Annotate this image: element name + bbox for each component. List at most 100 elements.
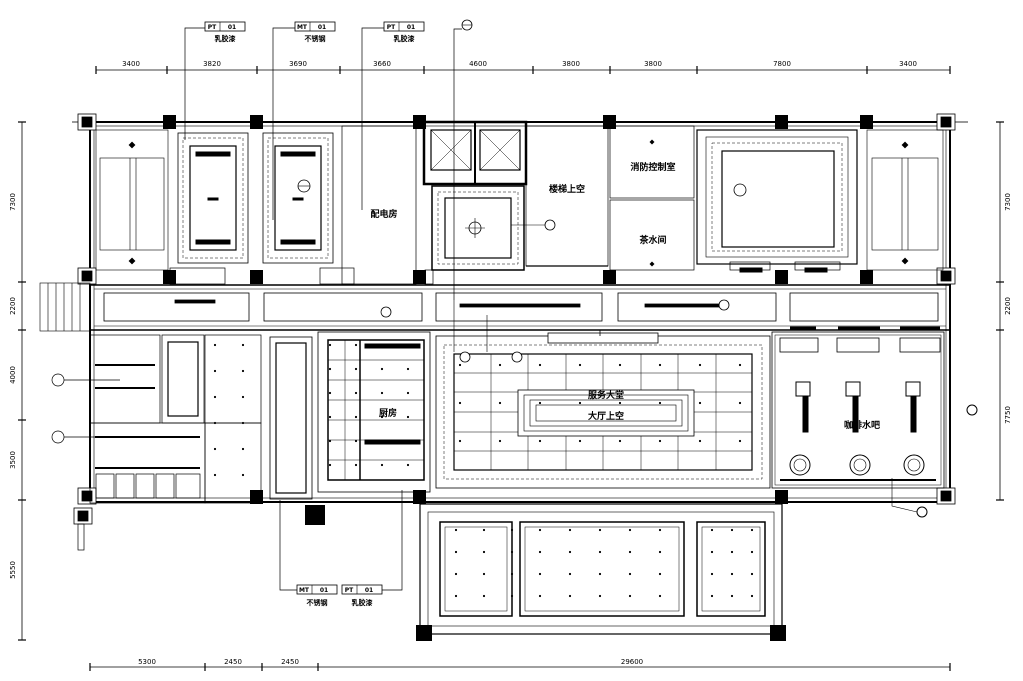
bottom-dim-3: 2450 [281,658,299,666]
downlight-icon [538,401,542,405]
downlight-icon [658,528,662,532]
tag-name: 不锈钢 [307,598,328,607]
downlight-icon [482,550,486,554]
top-dim-3: 3690 [289,60,307,68]
downlight-icon [458,439,462,443]
downlight-icon [482,594,486,598]
downlight-icon [328,439,332,443]
downlight-icon [710,528,714,532]
downlight-icon [598,572,602,576]
downlight-icon [750,528,754,532]
downlight-icon [213,473,217,477]
downlight-icon [730,594,734,598]
left-dimension-values: 7300 2200 4000 3500 5550 [9,193,17,579]
material-tag-top-1: PT 01 乳胶漆 [184,21,246,140]
downlight-icon [538,363,542,367]
right-dim-1: 7300 [1004,193,1012,211]
bottom-dim-2: 2450 [224,658,242,666]
downlight-icon [568,572,572,576]
tag-num: 01 [318,24,326,31]
downlight-icon [380,439,384,443]
tag-code: PT [345,587,354,594]
corner-columns [72,113,968,525]
downlight-icon [406,463,410,467]
top-dimension-values: 3400 3820 3690 3660 4600 3800 3800 7800 … [122,60,917,68]
top-dimension-line [95,66,951,74]
downlight-icon [354,439,358,443]
power-room [341,125,434,285]
downlight-icon [750,572,754,576]
downlight-icon [658,363,662,367]
downlight-icon [628,572,632,576]
power-room-label: 配电房 [370,208,397,220]
downlight-icon [213,369,217,373]
bar-area-label: 咖啡水吧 [844,419,880,431]
downlight-icon [458,363,462,367]
elevator-lobby [431,185,556,271]
downlight-icon [482,528,486,532]
downlight-icon [354,343,358,347]
downlight-icon [406,415,410,419]
left-service-rooms [51,334,262,504]
downlight-icon [658,401,662,405]
right-dim-2: 2200 [1004,297,1012,315]
bottom-dimension-values: 5300 2450 2450 29600 [138,658,643,666]
downlight-icon [598,594,602,598]
downlight-icon [354,391,358,395]
downlight-icon [328,367,332,371]
downlight-icon [710,572,714,576]
downlight-icon [454,594,458,598]
downlight-icon [498,439,502,443]
downlight-icon [658,439,662,443]
bottom-dim-1: 5300 [138,658,156,666]
downlight-icon [213,421,217,425]
downlight-icon [328,343,332,347]
left-pipe-stub [77,523,85,551]
left-dim-5: 5550 [9,561,17,579]
left-dim-1: 7300 [9,193,17,211]
downlight-icon [380,391,384,395]
tag-num: 01 [407,24,415,31]
downlight-icon [568,594,572,598]
downlight-icon [698,439,702,443]
downlight-icon [538,550,542,554]
stair-void-label: 楼梯上空 [549,183,585,195]
downlight-icon [750,594,754,598]
downlight-icon [738,439,742,443]
downlight-icon [738,401,742,405]
downlight-icon [213,395,217,399]
downlight-icon [406,439,410,443]
ceiling-light-fixtures [213,343,754,598]
downlight-icon [241,369,245,373]
downlight-icon [698,401,702,405]
downlight-icon [406,391,410,395]
downlight-icon [380,463,384,467]
left-dimension-line [18,121,26,641]
material-tag-top-3: PT 01 乳胶漆 [361,21,425,210]
hall-label-line1: 服务大堂 [588,389,624,401]
downlight-icon [498,401,502,405]
downlight-icon [578,439,582,443]
tea-room-label: 茶水间 [638,234,666,246]
top-dim-9: 3400 [899,60,917,68]
kitchen-label: 厨房 [379,407,397,419]
downlight-icon [510,528,514,532]
section-marker-top [453,19,473,300]
downlight-icon [538,528,542,532]
tag-name: 不锈钢 [305,34,326,43]
left-dim-2: 2200 [9,297,17,315]
downlight-icon [380,367,384,371]
outer-walls [89,121,951,503]
tag-num: 01 [320,587,328,594]
top-dim-4: 3660 [373,60,391,68]
structural-columns [163,115,873,641]
bar-area [771,326,978,518]
downlight-icon [328,463,332,467]
material-tag-bottom-1: MT 01 不锈钢 [279,500,338,607]
top-right-window-room [866,129,944,271]
downlight-icon [380,343,384,347]
top-dim-2: 3820 [203,60,221,68]
tag-name: 乳胶漆 [215,34,236,43]
hall-label-line2: 大厅上空 [588,410,624,422]
downlight-icon [328,391,332,395]
